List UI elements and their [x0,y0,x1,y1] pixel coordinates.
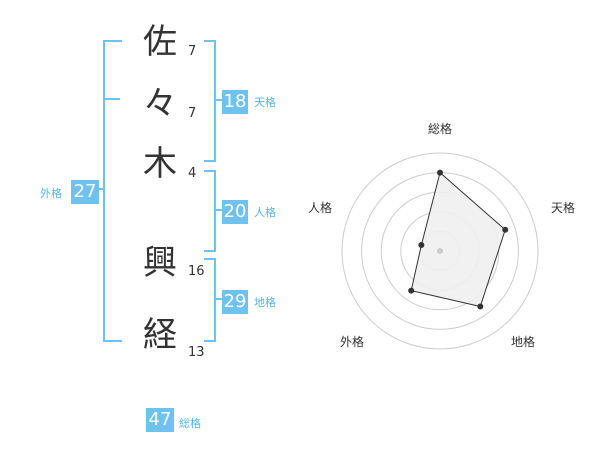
chikaku-bracket [204,258,216,342]
chikaku-value: 29 [222,290,248,314]
radar-label-right: 天格 [551,200,575,215]
stroke-count-1: 7 [188,44,197,59]
radar-point-bottom-right [477,303,484,310]
name-char-3: 木 [143,144,177,184]
gaikaku-bracket-tick [103,98,120,100]
radar-point-bottom-left [408,287,415,294]
tenkaku-bracket [204,40,216,162]
name-char-1: 佐 [143,22,177,62]
chikaku-connector [214,298,222,300]
soukaku-label: 総格 [179,417,201,430]
jinkaku-connector [214,209,222,211]
radar-point-right [502,226,509,233]
jinkaku-bracket [204,170,216,252]
radar-label-bottom-left: 外格 [340,334,364,349]
tenkaku-label: 天格 [254,96,276,109]
radar-label-top: 総格 [428,121,452,136]
gaikaku-label: 外格 [40,187,62,200]
tenkaku-value: 18 [222,90,248,114]
stroke-count-4: 16 [188,264,205,279]
radar-label-left: 人格 [308,200,332,215]
stroke-count-5: 13 [188,345,205,360]
tenkaku-connector [214,99,222,101]
radar-center-dot [437,248,443,254]
jinkaku-label: 人格 [254,206,276,219]
radar-point-top [437,169,443,176]
radar-point-left [418,241,425,248]
gaikaku-value: 27 [71,180,99,204]
gaikaku-bracket-tick [96,188,104,190]
gaikaku-bracket [103,40,122,342]
radar-ring-5 [341,152,539,350]
name-char-4: 興 [143,243,177,283]
stroke-count-2: 7 [188,106,197,121]
radar-polygon [410,171,506,308]
name-char-2: 々 [143,84,177,124]
chikaku-label: 地格 [254,296,276,309]
jinkaku-value: 20 [222,200,248,224]
stroke-count-3: 4 [188,166,197,181]
name-char-5: 経 [143,315,177,355]
radar-points [408,169,509,310]
radar-label-bottom-right: 地格 [511,334,535,349]
soukaku-value: 47 [146,408,174,432]
